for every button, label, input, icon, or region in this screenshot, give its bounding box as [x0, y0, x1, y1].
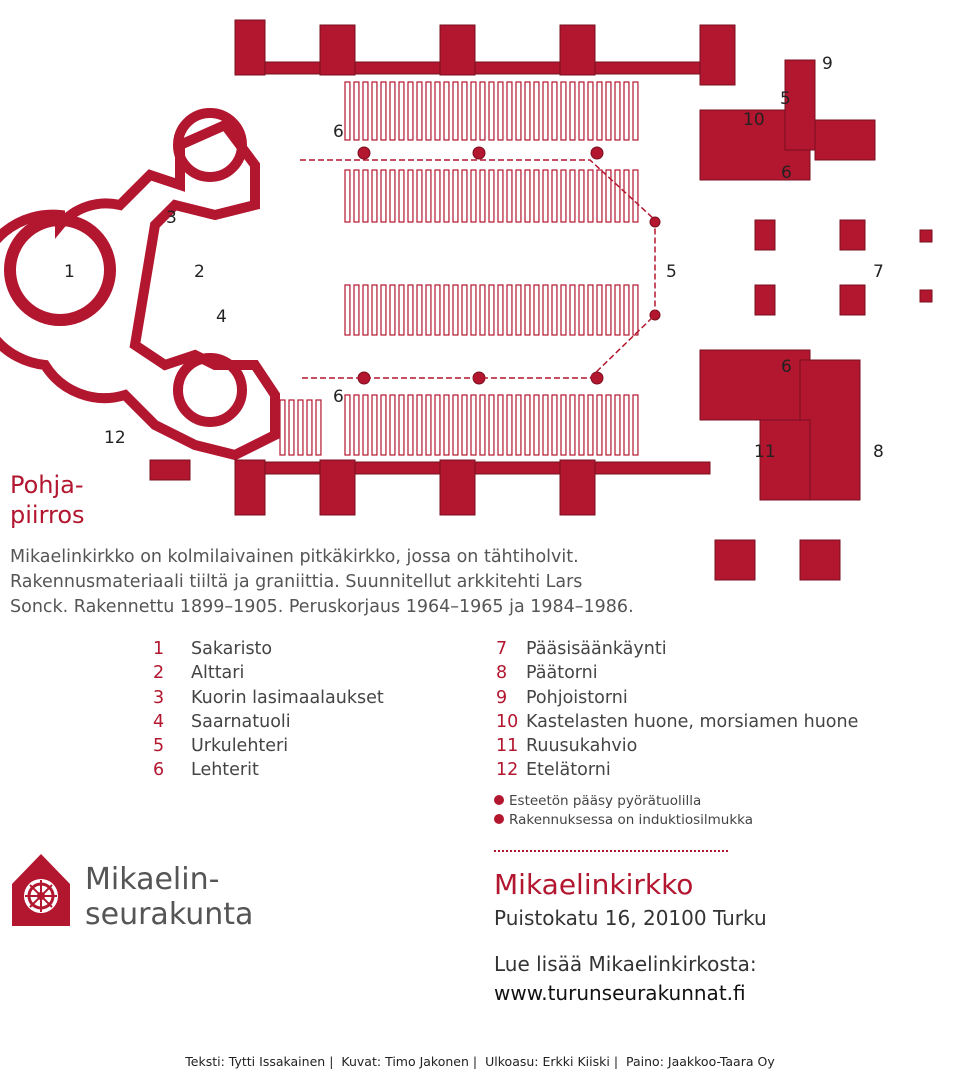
church-description: Mikaelinkirkko on kolmilaivainen pitkäki…: [10, 547, 634, 617]
building-walls: [0, 19, 933, 581]
map-labels: 1 2 3 4 5 5 6 6 6 6 7 8 9 10 11 12: [64, 54, 884, 462]
gallery-outline: [300, 159, 656, 379]
map-label-5b: 5: [780, 89, 791, 109]
map-label-7: 7: [873, 262, 884, 282]
map-label-1: 1: [64, 262, 75, 282]
map-label-3: 3: [166, 208, 177, 228]
wheelchair-dot-icon: [494, 795, 504, 805]
map-label-6c: 6: [781, 163, 792, 183]
map-label-2: 2: [194, 262, 205, 282]
website-link[interactable]: www.turunseurakunnat.fi: [494, 981, 746, 1005]
map-label-5a: 5: [666, 262, 677, 282]
map-label-8: 8: [873, 442, 884, 462]
credits-footer: Teksti: Tytti Issakainen| Kuvat: Timo Ja…: [185, 1054, 775, 1069]
parish-logo-icon: [12, 854, 70, 926]
map-label-6a: 6: [333, 122, 344, 142]
church-address: Puistokatu 16, 20100 Turku: [494, 906, 767, 930]
map-label-12: 12: [104, 428, 126, 448]
map-label-6b: 6: [333, 387, 344, 407]
map-label-4: 4: [216, 307, 227, 327]
dotted-divider: [494, 850, 728, 852]
pews: [279, 81, 639, 456]
map-label-11: 11: [754, 442, 776, 462]
parish-logo-text: Mikaelin- seurakunta: [85, 862, 254, 932]
map-label-6d: 6: [781, 357, 792, 377]
floor-plan: 1 2 3 4 5 5 6 6 6 6 7 8 9 10 11 12: [0, 19, 933, 581]
map-label-10: 10: [743, 110, 765, 130]
induction-dot-icon: [494, 814, 504, 824]
more-info: Lue lisää Mikaelinkirkosta: www.turunseu…: [494, 950, 757, 1008]
map-label-9: 9: [822, 54, 833, 74]
section-title: Pohja- piirros: [10, 471, 85, 529]
accessibility-info: Esteetön pääsy pyörätuolilla Rakennukses…: [494, 792, 753, 830]
church-name: Mikaelinkirkko: [494, 868, 694, 901]
